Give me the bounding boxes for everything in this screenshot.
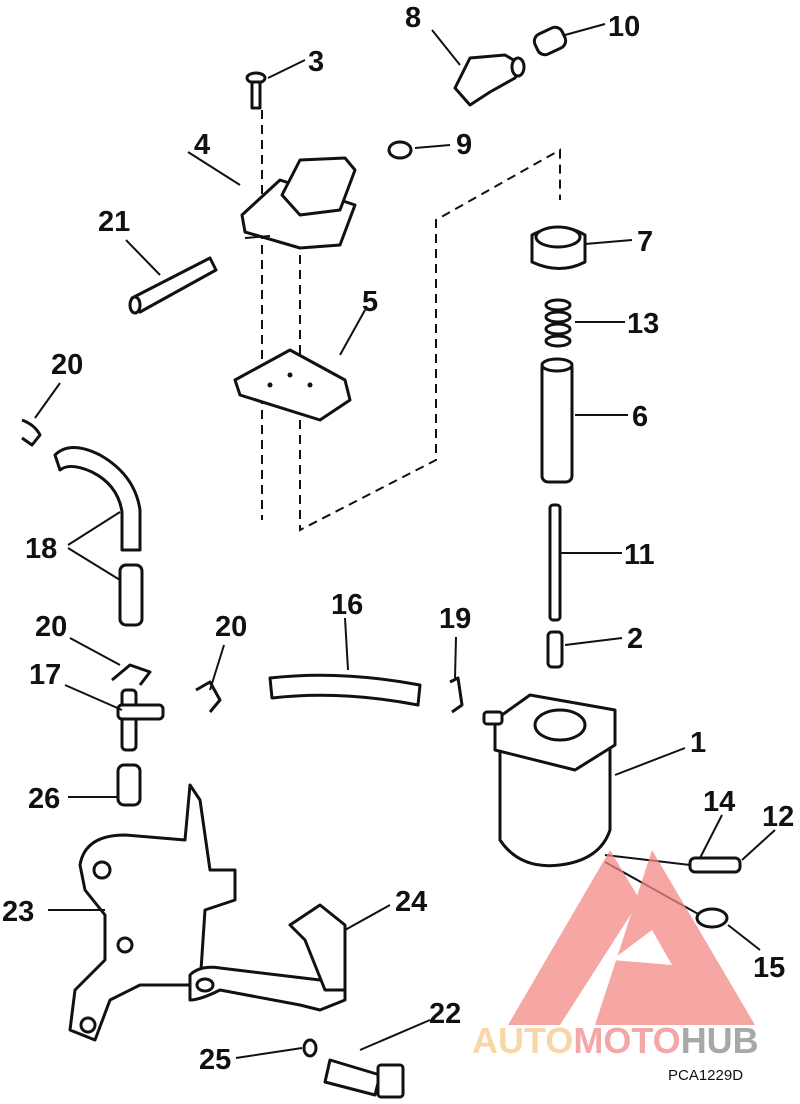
label-2: 2: [627, 623, 643, 655]
label-6: 6: [632, 401, 648, 433]
label-20-left: 20: [35, 611, 67, 643]
label-21: 21: [98, 206, 130, 238]
part-18-hoses: [53, 446, 144, 627]
label-19: 19: [439, 603, 471, 635]
label-17: 17: [29, 659, 61, 691]
part-23-bracket: [68, 783, 237, 1042]
part-11-rod: [548, 503, 562, 622]
part-20-clip-left: [111, 663, 152, 686]
label-26: 26: [28, 783, 60, 815]
part-22-bolt: [323, 1058, 405, 1099]
label-4: 4: [194, 129, 210, 161]
label-1: 1: [690, 727, 706, 759]
label-20-top: 20: [51, 349, 83, 381]
watermark-text: AUTOMOTOHUB: [472, 1020, 759, 1061]
part-10-cap: [532, 25, 568, 57]
label-11: 11: [624, 539, 655, 571]
label-8: 8: [405, 2, 421, 34]
label-14: 14: [703, 786, 735, 818]
label-20-mid: 20: [215, 611, 247, 643]
part-7-nut: [530, 225, 587, 270]
part-20-clip-top: [21, 418, 42, 447]
part-24-clamp: [188, 903, 347, 1012]
part-1-pump-body: [482, 693, 617, 868]
part-3-screw: [245, 71, 267, 110]
label-18: 18: [25, 533, 57, 565]
part-4-pump-cover: [240, 156, 357, 250]
figure-code: PCA1229D: [668, 1067, 743, 1084]
part-8-fitting: [453, 53, 526, 107]
part-9-o-ring: [387, 140, 413, 160]
label-24: 24: [395, 886, 427, 918]
leader-lines: [34, 23, 776, 1059]
part-19-clip: [449, 676, 464, 714]
part-2-spring: [546, 630, 564, 669]
label-10: 10: [608, 11, 640, 43]
label-22: 22: [429, 998, 461, 1030]
label-25: 25: [199, 1044, 231, 1076]
part-17-tee: [116, 688, 165, 752]
part-5-diaphragm: [233, 348, 352, 422]
label-23: 23: [2, 896, 34, 928]
label-16: 16: [331, 589, 363, 621]
label-12: 12: [762, 801, 794, 833]
part-6-tube: [540, 357, 574, 484]
label-9: 9: [456, 129, 472, 161]
callout-labels: 1 2 3 4 5 6 7 8 9 10 11 12 13 14 15 16 1…: [2, 2, 794, 1076]
part-25-washer: [302, 1038, 318, 1058]
label-3: 3: [308, 46, 324, 78]
assembly-dashed-lines: [261, 110, 561, 532]
label-5: 5: [362, 286, 378, 318]
label-15: 15: [753, 952, 785, 984]
part-16-hose: [268, 673, 422, 707]
part-13-spring: [544, 298, 572, 348]
label-13: 13: [627, 308, 659, 340]
part-20-clip-mid: [195, 680, 222, 713]
watermark-logo: AUTOMOTOHUB: [472, 850, 759, 1061]
part-26-tube: [116, 763, 142, 807]
part-21-hose: [128, 256, 218, 315]
watermark-triangle-icon: [508, 850, 755, 1025]
label-7: 7: [637, 226, 653, 258]
